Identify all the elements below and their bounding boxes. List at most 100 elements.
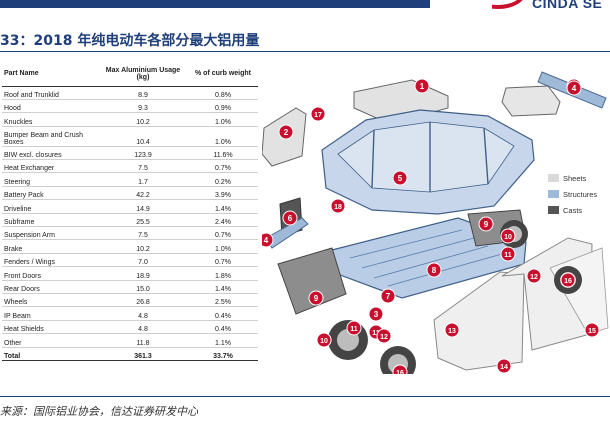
percent-weight-cell: 1.1% (188, 333, 258, 348)
callout-number: 9 (314, 294, 319, 303)
callout-marker-11: 11 (346, 320, 362, 336)
title-divider (0, 51, 610, 52)
part-name-cell: Brake (2, 239, 98, 254)
usage-kg-cell: 4.8 (98, 306, 188, 321)
figure-title: 33：2018 年纯电动车各部分最大铝用量 (0, 33, 260, 49)
part-name-cell: Heat Shields (2, 320, 98, 335)
usage-kg-cell: 10.2 (98, 112, 188, 127)
front-door (433, 271, 525, 371)
callout-markers: 1124417518649101187910111231011121316161… (262, 78, 600, 374)
usage-kg-cell: 7.5 (98, 159, 188, 174)
part-name-cell: Subframe (2, 213, 98, 228)
callout-number: 12 (380, 334, 388, 341)
part-name-cell: Wheels (2, 293, 98, 308)
callout-marker-16: 16 (560, 272, 576, 288)
callout-number: 13 (448, 328, 456, 335)
legend-swatch-sheets (548, 174, 559, 182)
callout-circle (392, 170, 408, 186)
callout-circle (310, 106, 326, 122)
percent-weight-cell: 0.2% (188, 172, 258, 187)
usage-kg-cell: 18.9 (98, 266, 188, 281)
callout-number: 7 (386, 292, 391, 301)
column-header-usage: Max Aluminium Usage (kg) (98, 62, 188, 87)
part-name-cell: Suspension Arm (2, 226, 98, 241)
callout-marker-10: 10 (316, 332, 332, 348)
callout-circle (380, 288, 396, 304)
callout-marker-18: 18 (330, 198, 346, 214)
top-band (0, 0, 430, 8)
percent-weight-cell: 1.0% (188, 126, 258, 147)
callout-circle (278, 124, 294, 140)
trunk-lid (501, 85, 561, 117)
usage-kg-cell: 10.2 (98, 239, 188, 254)
callout-number: 10 (320, 338, 328, 345)
callout-circle (526, 268, 542, 284)
callout-circle (308, 290, 324, 306)
callout-marker-4: 4 (262, 232, 274, 248)
callout-number: 5 (398, 174, 403, 183)
percent-weight-cell: 1.0% (188, 239, 258, 254)
callout-marker-13: 13 (444, 322, 460, 338)
total-usage-cell: 361.3 (98, 346, 188, 361)
percent-weight-cell: 0.7% (188, 253, 258, 268)
callout-circle (392, 364, 408, 374)
part-name-cell: Knuckles (2, 112, 98, 127)
usage-kg-cell: 7.0 (98, 253, 188, 268)
part-name-cell: Bumper Beam and Crush Boxes (2, 126, 98, 147)
usage-kg-cell: 9.3 (98, 99, 188, 114)
percent-weight-cell: 1.4% (188, 280, 258, 294)
callout-number: 9 (484, 220, 489, 229)
callout-marker-2: 2 (278, 124, 294, 140)
callout-number: 6 (288, 214, 293, 223)
callout-circle (444, 322, 460, 338)
legend-item-structures: Structures (548, 186, 608, 202)
brand-logo: CINDA SE (492, 0, 610, 11)
callout-circle (262, 232, 274, 248)
callout-circle (414, 78, 430, 94)
callout-marker-5: 5 (392, 170, 408, 186)
usage-kg-cell: 8.9 (98, 86, 188, 100)
callout-number: 1 (420, 82, 425, 91)
callout-marker-4: 4 (566, 80, 582, 96)
percent-weight-cell: 1.4% (188, 199, 258, 214)
percent-weight-cell: 2.5% (188, 293, 258, 308)
part-name-cell: Steering (2, 172, 98, 187)
source-divider (0, 396, 610, 397)
part-name-cell: BIW excl. closures (2, 146, 98, 161)
callout-circle (346, 320, 362, 336)
part-name-cell: Roof and Trunklid (2, 86, 98, 100)
usage-kg-cell: 42.2 (98, 186, 188, 201)
callout-number: 4 (264, 236, 269, 245)
callout-marker-12: 12 (376, 328, 392, 344)
callout-marker-9: 9 (478, 216, 494, 232)
callout-number: 15 (588, 328, 596, 335)
callout-number: 12 (530, 274, 538, 281)
percent-weight-cell: 2.4% (188, 213, 258, 228)
front-subframe (277, 247, 347, 315)
callout-number: 16 (396, 370, 404, 374)
car-aluminium-diagram: 1124417518649101187910111231011121316161… (262, 58, 610, 374)
usage-kg-cell: 7.5 (98, 226, 188, 241)
total-percent-cell: 33.7% (188, 346, 258, 361)
callout-circle (584, 322, 600, 338)
callout-number: 14 (500, 364, 508, 371)
percent-weight-cell: 0.8% (188, 86, 258, 100)
callout-circle (282, 210, 298, 226)
column-header-part: Part Name (2, 62, 98, 87)
callout-marker-12: 12 (526, 268, 542, 284)
part-name-cell: Front Doors (2, 266, 98, 281)
